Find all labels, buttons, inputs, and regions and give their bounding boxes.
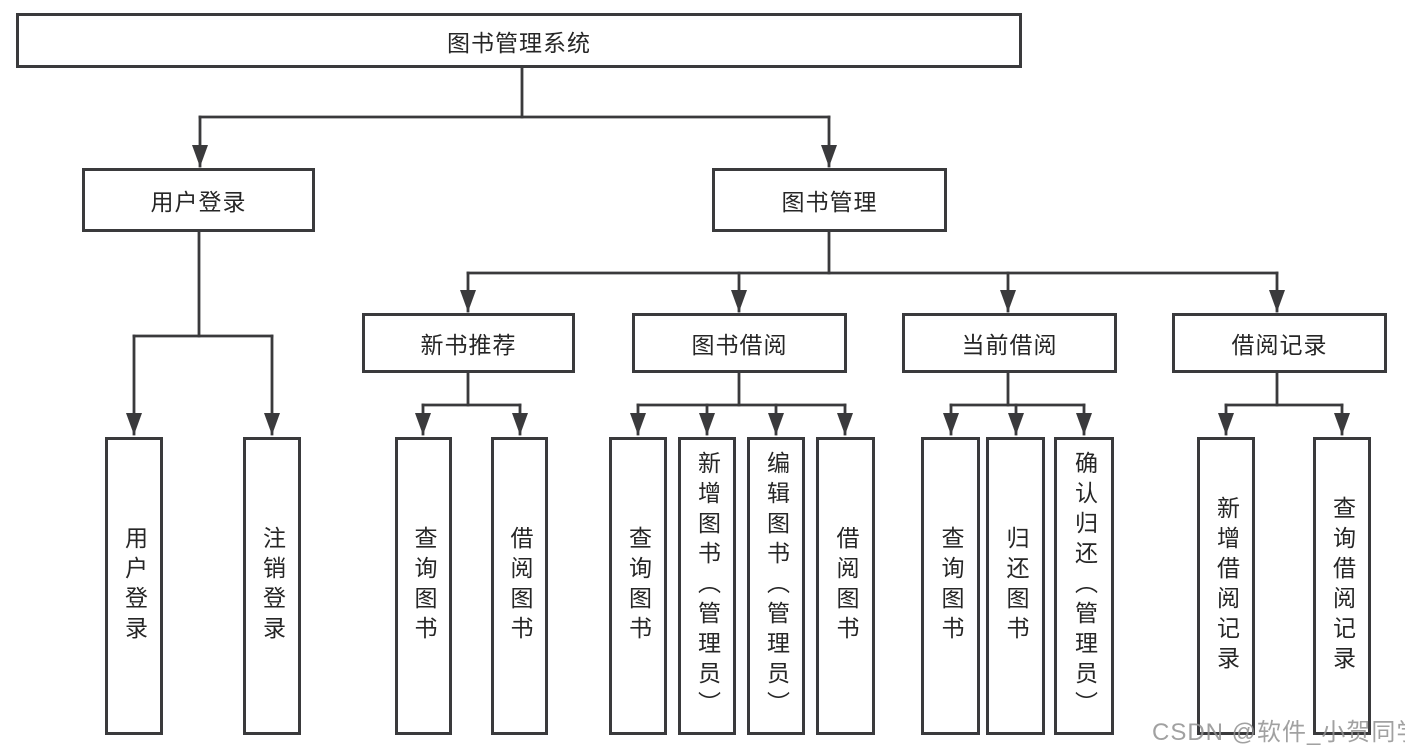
node-label: 新增图书（管理员）	[694, 451, 721, 721]
leaf-user-login: 用户登录	[105, 437, 163, 735]
node-label: 图书借阅	[691, 332, 788, 358]
leaf-query-borrow-record: 查询借阅记录	[1313, 437, 1371, 735]
leaf-return-book: 归还图书	[986, 437, 1045, 735]
node-label: 查询借阅记录	[1329, 496, 1356, 676]
node-label: 新书推荐	[420, 332, 517, 358]
node-label: 编辑图书（管理员）	[763, 451, 790, 721]
node-label: 用户登录	[150, 189, 247, 215]
leaf-add-book-admin: 新增图书（管理员）	[678, 437, 736, 735]
leaf-current-query-book: 查询图书	[921, 437, 980, 735]
node-label: 确认归还（管理员）	[1071, 451, 1098, 721]
node-user-login: 用户登录	[82, 168, 315, 232]
node-label: 新增借阅记录	[1213, 496, 1240, 676]
node-borrow-records: 借阅记录	[1172, 313, 1387, 373]
leaf-add-borrow-record: 新增借阅记录	[1197, 437, 1255, 735]
leaf-edit-book-admin: 编辑图书（管理员）	[747, 437, 805, 735]
leaf-borrow-query-book: 查询图书	[609, 437, 667, 735]
node-label: 借阅记录	[1231, 332, 1328, 358]
node-label: 查询图书	[411, 526, 437, 646]
leaf-confirm-return-admin: 确认归还（管理员）	[1054, 437, 1114, 735]
node-root-system: 图书管理系统	[16, 13, 1022, 68]
node-label: 图书管理系统	[447, 29, 591, 56]
node-new-book-recommend: 新书推荐	[362, 313, 575, 373]
node-label: 归还图书	[1003, 526, 1029, 646]
csdn-watermark: CSDN @软件_小贺同学	[1152, 719, 1405, 746]
node-label: 借阅图书	[833, 526, 859, 646]
node-label: 用户登录	[121, 526, 148, 646]
leaf-borrow-book: 借阅图书	[816, 437, 875, 735]
node-label: 查询图书	[938, 526, 964, 646]
node-label: 查询图书	[625, 526, 652, 646]
leaf-rec-borrow-book: 借阅图书	[491, 437, 548, 735]
node-current-borrow: 当前借阅	[902, 313, 1117, 373]
leaf-rec-query-book: 查询图书	[395, 437, 452, 735]
node-label: 图书管理	[781, 189, 878, 215]
node-label: 借阅图书	[507, 526, 533, 646]
node-label: 当前借阅	[961, 332, 1058, 358]
node-book-management: 图书管理	[712, 168, 947, 232]
leaf-logout: 注销登录	[243, 437, 301, 735]
node-label: 注销登录	[259, 526, 286, 646]
node-book-borrow: 图书借阅	[632, 313, 847, 373]
